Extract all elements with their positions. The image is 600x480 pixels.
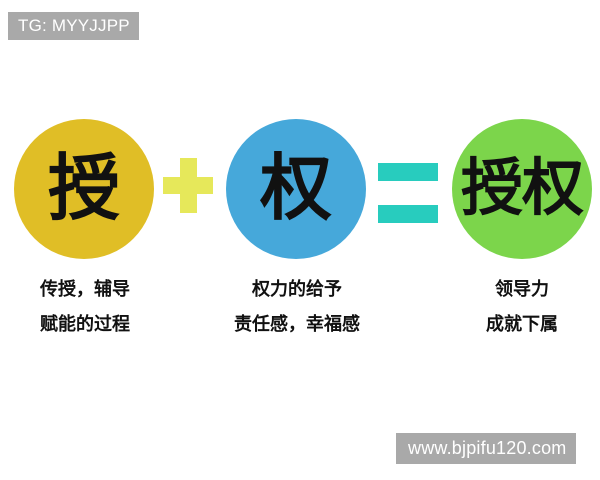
caption-term-quan-line-1: 权力的给予 [252,279,342,300]
circle-term-shouquan-glyph: 授权 [460,151,584,224]
watermark-top-left-text: TG: MYYJJPP [18,16,130,35]
caption-term-shou: 传授，辅导 赋能的过程 [0,272,170,342]
circle-term-shou: 授 [14,119,154,259]
caption-term-quan: 权力的给予 责任感，幸福感 [206,272,388,342]
equals-icon-bottom-bar [378,205,438,223]
caption-term-shouquan-line-2: 成就下属 [486,314,558,335]
watermark-bottom-right-text: www.bjpifu120.com [408,438,567,458]
circle-term-shouquan: 授权 [452,119,592,259]
plus-icon-vertical-bar [180,158,197,213]
plus-icon [163,158,213,213]
caption-term-quan-line-2: 责任感，幸福感 [234,314,360,335]
circle-term-quan: 权 [226,119,366,259]
circle-term-quan-glyph: 权 [259,146,332,230]
caption-term-shou-line-2: 赋能的过程 [40,314,130,335]
watermark-bottom-right: www.bjpifu120.com [396,433,577,464]
circle-term-shou-glyph: 授 [47,146,120,230]
caption-term-shou-line-1: 传授，辅导 [40,279,130,300]
caption-term-shouquan: 领导力 成就下属 [440,272,600,342]
caption-term-shouquan-line-1: 领导力 [495,279,549,300]
equals-icon [378,163,438,223]
equals-icon-top-bar [378,163,438,181]
watermark-top-left: TG: MYYJJPP [8,12,139,40]
